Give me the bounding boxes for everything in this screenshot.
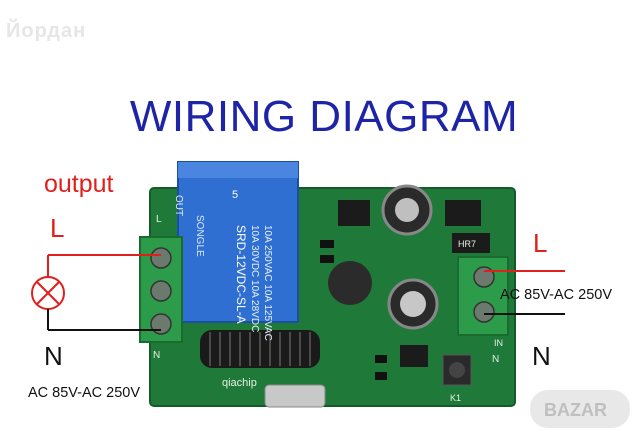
watermark: Йордан [6, 20, 87, 42]
resistor-2 [320, 255, 334, 263]
capacitor-top-cap [395, 198, 419, 222]
board-label-out: OUT [173, 195, 184, 216]
output-label: output [44, 170, 114, 198]
board-label-l-top: L [156, 214, 162, 225]
antenna-coil-windings [209, 332, 311, 366]
relay-spec-line-3: SRD-12VDC-SL-A [234, 225, 248, 324]
capacitor-middle-cap [400, 291, 426, 317]
relay-number: 5 [232, 189, 238, 201]
board-label-n-bottom-right: N [492, 354, 499, 365]
relay-spec-line-2: 10A 30VDC 10A 28VDC [249, 225, 260, 332]
ic-chip-3 [400, 345, 428, 367]
push-button-cap [449, 362, 465, 378]
board-label-hr7: HR7 [458, 239, 476, 249]
hr7-component [452, 233, 490, 253]
right-line-label: L [533, 228, 548, 258]
relay-brand: SONGLE [194, 215, 205, 257]
resistor-1 [320, 240, 334, 248]
ac-range-right: AC 85V-AC 250V [500, 287, 613, 303]
right-neutral-label: N [532, 341, 551, 371]
bazar-logo: BAZAR [530, 390, 630, 428]
left-terminal-screw-1 [150, 247, 172, 269]
crystal-oscillator [264, 384, 326, 408]
relay [177, 161, 299, 323]
board-label-in: IN [494, 338, 503, 348]
left-line-label: L [50, 213, 65, 243]
resistor-4 [375, 372, 387, 380]
diagram-title: WIRING DIAGRAM [129, 92, 519, 141]
ic-chip-1 [338, 200, 370, 226]
board-label-n-bottom-left: N [153, 350, 160, 361]
resistor-3 [375, 355, 387, 363]
svg-text:BAZAR: BAZAR [544, 400, 607, 420]
ac-range-left: AC 85V-AC 250V [28, 385, 141, 401]
board-label-k1: K1 [450, 393, 461, 403]
board-label-chip: qiachip [222, 377, 257, 389]
relay-spec-line-1: 10A 250VAC 10A 125VAC [262, 225, 273, 341]
relay-top [178, 162, 298, 178]
lamp-cross-2 [36, 281, 60, 305]
left-neutral-label: N [44, 341, 63, 371]
left-terminal-screw-2 [150, 280, 172, 302]
inductor [328, 261, 372, 305]
right-terminal-screw-2 [473, 301, 495, 323]
ic-chip-2 [445, 200, 481, 226]
